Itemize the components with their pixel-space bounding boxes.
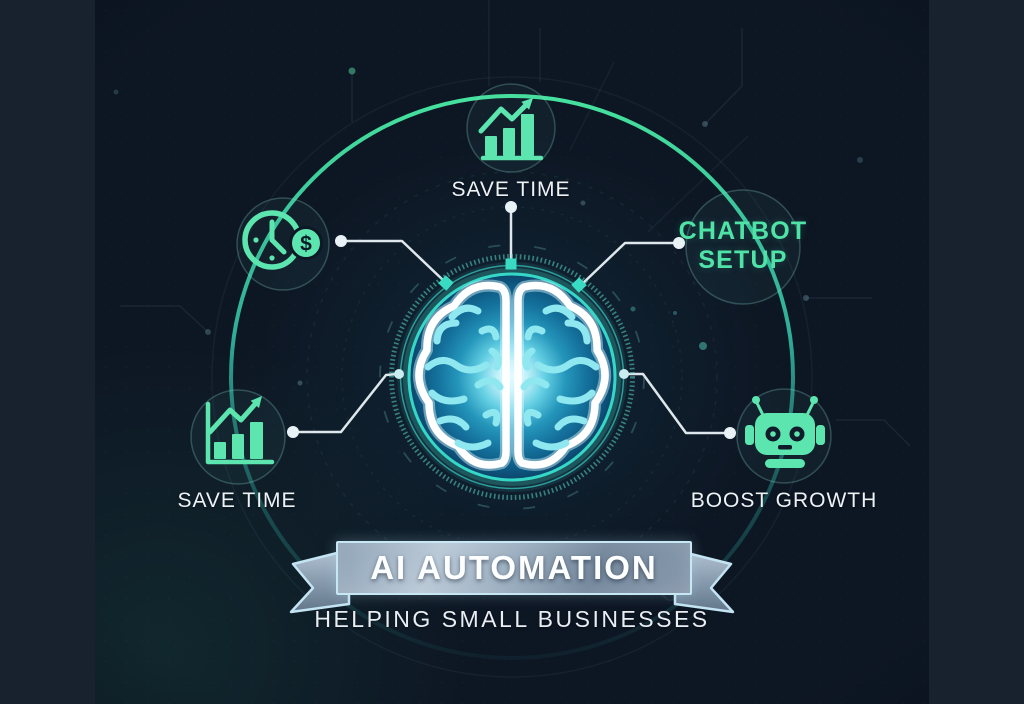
hub-ring [407,272,617,482]
orbit-arc [229,94,795,660]
hub-node-squares [438,258,587,293]
connector-upper-left [345,239,446,283]
dollar-badge [289,226,323,260]
bar-chart-growth-icon [205,396,275,465]
brain-folds [424,304,600,451]
chatbot-label-line2: SETUP [698,246,788,274]
ribbon-tail-left [289,548,351,614]
chatbot-setup-label: CHATBOT SETUP [663,217,823,275]
connector-end-dots [287,201,736,439]
banner-subtitle: HELPING SMALL BUSINESSES [314,606,710,632]
dollar-sign: $ [300,233,312,256]
time-money-icon: $ [242,210,323,270]
banner-title: AI AUTOMATION [370,549,658,586]
growth-chart-icon [478,98,544,161]
chatbot-label-line1: CHATBOT [678,217,808,245]
brain-hub [379,244,645,510]
save-time-label-top: SAVE TIME [451,178,571,201]
ribbon-banner: AI AUTOMATION [336,541,692,595]
save-time-label-left: SAVE TIME [177,489,297,512]
connector-lines [297,211,726,435]
brain-icon [413,279,611,471]
connector-lower-left [297,372,399,434]
hub-tick-ring [389,254,635,500]
connector-upper-right [579,241,675,287]
connector-lower-right [625,372,726,435]
robot-icon [745,396,825,468]
satellite-upper-right-circle [685,189,801,305]
boost-growth-label: BOOST GROWTH [690,489,878,512]
